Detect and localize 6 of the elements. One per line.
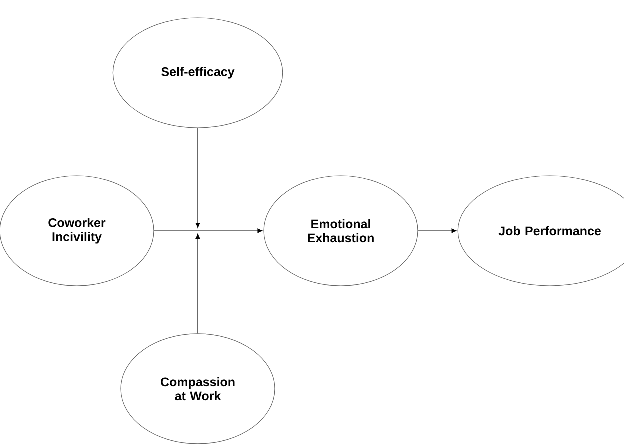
arrow (196, 128, 200, 228)
ellipse-node: Emotional Exhaustion (264, 176, 418, 286)
arrow (196, 234, 200, 334)
arrow (418, 228, 457, 234)
arrow (154, 228, 263, 234)
ellipse-node: Self-efficacy (112, 18, 284, 128)
